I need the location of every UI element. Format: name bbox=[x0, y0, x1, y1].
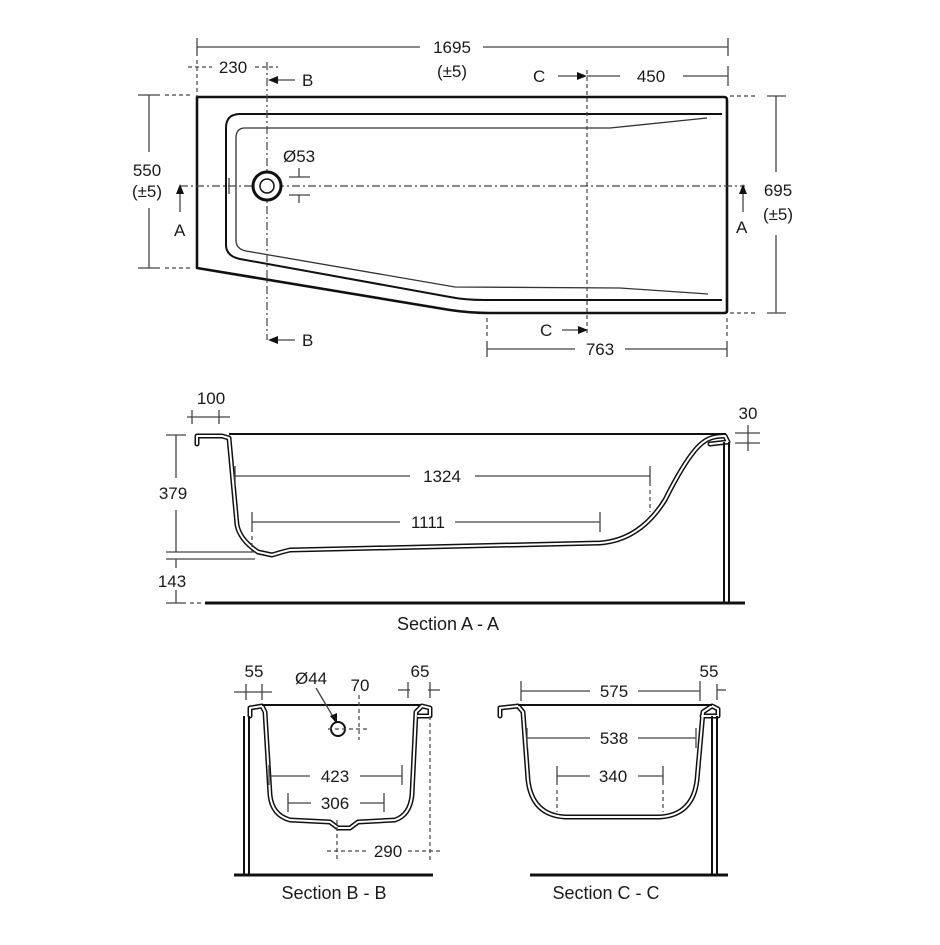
straight-end-length-label: 450 bbox=[637, 67, 665, 86]
left-rim-label: 55 bbox=[245, 662, 264, 681]
section-a-a: 100 30 379 143 1324 1111 Section A - A bbox=[158, 389, 760, 634]
wide-width-tolerance: (±5) bbox=[763, 205, 793, 224]
rim-width-label: 100 bbox=[197, 389, 225, 408]
inner-rim-line bbox=[225, 113, 722, 301]
rim-thickness-label: 30 bbox=[739, 404, 758, 423]
section-b-b: 55 Ø44 70 65 423 306 290 bbox=[234, 662, 440, 903]
bottom-length-label: 1111 bbox=[411, 513, 445, 532]
top-width-c-label: 538 bbox=[600, 729, 628, 748]
overflow-offset-label: 70 bbox=[351, 676, 370, 695]
waste-offset-b-label: 290 bbox=[374, 842, 402, 861]
right-rim-label: 65 bbox=[411, 662, 430, 681]
section-b-title: Section B - B bbox=[281, 883, 386, 903]
overall-width-label: 575 bbox=[600, 682, 628, 701]
waste-offset-label: 230 bbox=[219, 58, 247, 77]
right-rim-c-label: 55 bbox=[700, 662, 719, 681]
section-c-marker-bottom: C bbox=[540, 321, 552, 340]
section-c-title: Section C - C bbox=[552, 883, 659, 903]
section-a-shell bbox=[194, 433, 731, 558]
section-b-marker-top: B bbox=[302, 71, 313, 90]
bottom-width-c-label: 340 bbox=[599, 767, 627, 786]
section-a-marker-right: A bbox=[736, 218, 748, 237]
bath-outline bbox=[195, 95, 729, 315]
base-height-label: 143 bbox=[158, 572, 186, 591]
section-a-title: Section A - A bbox=[397, 614, 499, 634]
section-a-marker-left: A bbox=[174, 221, 186, 240]
top-width-label: 423 bbox=[321, 767, 349, 786]
narrow-width-tolerance: (±5) bbox=[132, 182, 162, 201]
waste-diameter-label: Ø53 bbox=[283, 147, 315, 166]
overflow-diameter-label: Ø44 bbox=[295, 669, 327, 688]
section-c-marker-top: C bbox=[533, 67, 545, 86]
narrow-width-label: 550 bbox=[133, 161, 161, 180]
bottom-width-label: 306 bbox=[321, 794, 349, 813]
wide-width-label: 695 bbox=[764, 181, 792, 200]
overall-length-label: 1695 bbox=[433, 38, 471, 57]
depth-label: 379 bbox=[159, 484, 187, 503]
overall-length-tolerance: (±5) bbox=[437, 62, 467, 81]
plan-view: Ø53 1695 (±5) 230 B B C C 45 bbox=[132, 38, 793, 359]
top-length-label: 1324 bbox=[423, 467, 461, 486]
section-b-marker-bottom: B bbox=[302, 331, 313, 350]
section-c-c: 575 55 538 340 Section C - C bbox=[497, 662, 728, 903]
basin-edge bbox=[235, 117, 709, 295]
straight-side-length-label: 763 bbox=[586, 340, 614, 359]
waste-outlet-icon bbox=[251, 170, 283, 202]
section-c-shell bbox=[497, 703, 721, 820]
